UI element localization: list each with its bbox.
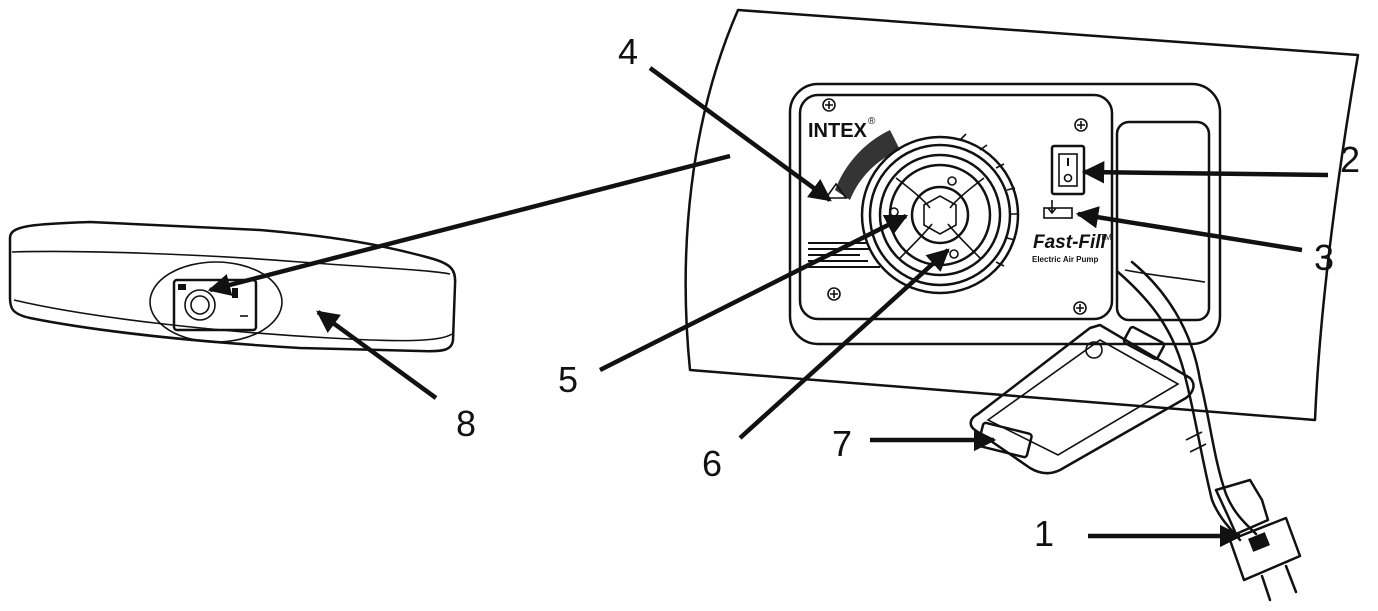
leader-5 — [598, 213, 909, 373]
mattress-illustration — [8, 220, 457, 353]
inflate-indicator — [1043, 200, 1073, 219]
power-switch — [1050, 144, 1086, 196]
callout-6: 6 — [702, 443, 722, 484]
faceplate-screws — [822, 98, 1088, 315]
callout-4: 4 — [618, 31, 638, 72]
pump-faceplate — [798, 93, 1114, 321]
callout-7: 7 — [832, 423, 852, 464]
air-port — [910, 185, 970, 245]
power-cord — [1116, 260, 1258, 542]
brand-logo: INTEX — [808, 120, 868, 142]
callout-labels: 4 2 3 5 6 7 1 8 — [456, 31, 1360, 554]
leader-lines — [207, 66, 1329, 548]
valve-cap-cover — [969, 323, 1195, 475]
product-trademark: TM — [1100, 233, 1112, 242]
leader-8 — [316, 310, 438, 400]
power-plug — [1214, 478, 1302, 602]
callout-8: 8 — [456, 403, 476, 444]
inflate-arrow-icon — [1047, 200, 1057, 215]
valve-dial — [824, 130, 1020, 295]
callout-1: 1 — [1034, 513, 1054, 554]
brand-registered-mark: ® — [868, 116, 876, 127]
pump-housing: INTEX ® — [684, 8, 1360, 422]
product-subtitle: Electric Air Pump — [1032, 255, 1099, 264]
leader-4 — [648, 66, 832, 202]
leader-3 — [1075, 206, 1303, 253]
callout-2: 2 — [1340, 139, 1360, 180]
valve-highlight-ellipse — [149, 261, 283, 343]
leader-6 — [738, 248, 950, 440]
callout-3: 3 — [1314, 237, 1334, 278]
leader-2 — [1081, 160, 1329, 184]
leader-valve-zoom — [207, 153, 731, 296]
callout-5: 5 — [558, 359, 578, 400]
product-name: Fast-Fill — [1033, 232, 1107, 253]
